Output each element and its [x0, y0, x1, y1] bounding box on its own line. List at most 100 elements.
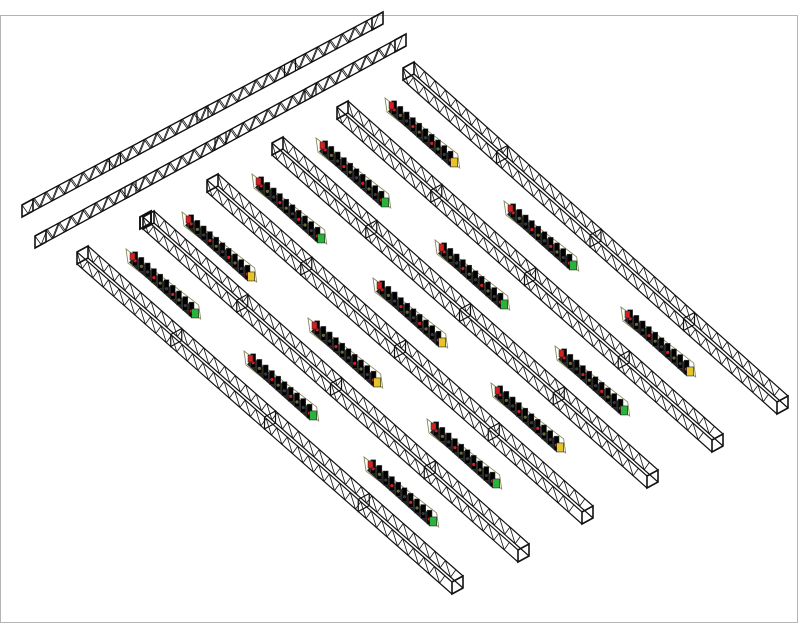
- light-fixture[interactable]: [345, 348, 352, 364]
- truss-segment[interactable]: [139, 209, 152, 231]
- fixture-bar[interactable]: [372, 276, 449, 349]
- light-fixture[interactable]: [677, 354, 684, 369]
- light-fixture[interactable]: [547, 430, 554, 445]
- light-fixture[interactable]: [359, 174, 366, 189]
- light-fixture[interactable]: [334, 151, 341, 167]
- light-fixture[interactable]: [163, 279, 170, 295]
- back-truss[interactable]: [21, 10, 384, 219]
- truss-segment[interactable]: [142, 209, 530, 564]
- light-fixture[interactable]: [535, 225, 541, 241]
- light-fixture[interactable]: [382, 470, 389, 486]
- light-fixture[interactable]: [503, 391, 510, 406]
- light-fixture[interactable]: [194, 220, 201, 235]
- light-fixture[interactable]: [200, 225, 207, 241]
- light-fixture[interactable]: [586, 370, 592, 386]
- light-fixture[interactable]: [138, 257, 145, 272]
- back-truss[interactable]: [34, 32, 407, 250]
- light-fixture[interactable]: [403, 111, 410, 127]
- light-fixture[interactable]: [401, 487, 408, 503]
- light-fixture[interactable]: [182, 296, 189, 311]
- light-fixture[interactable]: [522, 214, 529, 230]
- fixture-bar[interactable]: [307, 316, 384, 389]
- light-fixture[interactable]: [385, 286, 392, 301]
- light-fixture[interactable]: [573, 359, 580, 375]
- light-fixture[interactable]: [366, 179, 372, 195]
- truss-segment[interactable]: [206, 172, 594, 526]
- light-fixture[interactable]: [339, 342, 345, 358]
- light-fixture[interactable]: [300, 398, 307, 413]
- light-fixture[interactable]: [416, 314, 423, 329]
- light-fixture[interactable]: [347, 162, 353, 178]
- light-fixture[interactable]: [633, 315, 640, 330]
- light-fixture[interactable]: [232, 253, 238, 269]
- light-fixture[interactable]: [351, 354, 358, 369]
- light-fixture[interactable]: [529, 220, 535, 235]
- light-fixture[interactable]: [308, 221, 315, 236]
- light-fixture[interactable]: [289, 204, 296, 220]
- light-fixture[interactable]: [478, 276, 485, 291]
- light-fixture[interactable]: [472, 270, 479, 286]
- light-fixture[interactable]: [410, 308, 417, 324]
- fixture-bar[interactable]: [434, 238, 511, 311]
- light-fixture[interactable]: [435, 139, 441, 155]
- light-fixture[interactable]: [664, 343, 671, 358]
- light-fixture[interactable]: [447, 248, 454, 263]
- light-fixture[interactable]: [410, 117, 416, 132]
- light-fixture[interactable]: [397, 106, 404, 121]
- light-fixture[interactable]: [269, 370, 275, 385]
- light-fixture[interactable]: [429, 325, 436, 340]
- light-fixture[interactable]: [466, 264, 472, 280]
- light-fixture[interactable]: [646, 326, 652, 341]
- light-fixture[interactable]: [580, 365, 586, 380]
- light-fixture[interactable]: [547, 237, 554, 252]
- light-fixture[interactable]: [275, 375, 281, 391]
- light-fixture[interactable]: [395, 481, 401, 497]
- light-fixture[interactable]: [491, 287, 498, 302]
- truss-segment[interactable]: [76, 244, 464, 596]
- light-fixture[interactable]: [333, 337, 339, 352]
- light-fixture[interactable]: [407, 493, 414, 508]
- light-fixture[interactable]: [389, 476, 395, 491]
- light-fixture[interactable]: [598, 382, 605, 397]
- light-fixture[interactable]: [328, 146, 335, 161]
- light-fixture[interactable]: [262, 364, 269, 380]
- light-fixture[interactable]: [207, 231, 213, 246]
- light-fixture[interactable]: [428, 134, 435, 149]
- fixture-bar[interactable]: [363, 455, 440, 528]
- light-fixture[interactable]: [157, 273, 163, 289]
- light-fixture[interactable]: [470, 455, 477, 470]
- light-fixture[interactable]: [567, 354, 574, 369]
- light-fixture[interactable]: [414, 498, 420, 514]
- light-fixture[interactable]: [302, 215, 308, 231]
- light-fixture[interactable]: [281, 381, 288, 397]
- light-fixture[interactable]: [477, 460, 483, 476]
- light-fixture[interactable]: [509, 396, 516, 412]
- light-fixture[interactable]: [287, 387, 294, 402]
- light-fixture[interactable]: [534, 419, 541, 434]
- light-fixture[interactable]: [639, 320, 646, 336]
- light-fixture[interactable]: [376, 465, 383, 480]
- light-fixture[interactable]: [541, 231, 548, 247]
- fixture-bar[interactable]: [125, 247, 202, 320]
- fixture-bar[interactable]: [251, 172, 328, 245]
- light-fixture[interactable]: [238, 259, 245, 274]
- light-fixture[interactable]: [353, 168, 360, 184]
- light-fixture[interactable]: [277, 193, 283, 208]
- light-fixture[interactable]: [169, 285, 176, 300]
- light-fixture[interactable]: [658, 337, 665, 353]
- light-fixture[interactable]: [611, 393, 618, 408]
- truss-segment[interactable]: [271, 135, 659, 490]
- light-fixture[interactable]: [391, 291, 398, 307]
- light-fixture[interactable]: [225, 248, 232, 263]
- light-fixture[interactable]: [416, 122, 422, 138]
- light-fixture[interactable]: [464, 449, 471, 465]
- light-fixture[interactable]: [264, 182, 271, 197]
- light-fixture[interactable]: [326, 331, 333, 347]
- fixture-bar[interactable]: [426, 417, 503, 490]
- light-fixture[interactable]: [151, 268, 157, 283]
- light-fixture[interactable]: [219, 242, 226, 258]
- light-fixture[interactable]: [445, 432, 452, 448]
- fixture-bar[interactable]: [384, 96, 461, 169]
